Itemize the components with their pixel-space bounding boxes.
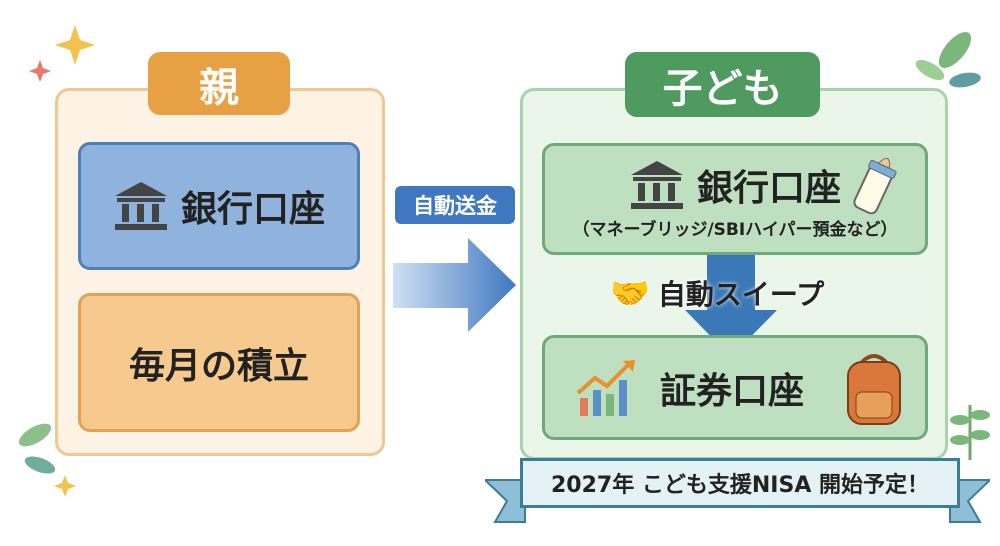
auto-transfer-label: 自動送金 xyxy=(395,186,515,224)
down-arrow-icon xyxy=(685,255,777,357)
bank-icon xyxy=(630,160,683,209)
parent-bank-label: 銀行口座 xyxy=(180,189,325,230)
right-arrow-icon xyxy=(393,238,516,332)
backpack-icon xyxy=(847,354,901,425)
bank-icon xyxy=(114,182,167,230)
baby-bottle-icon xyxy=(853,157,897,215)
parent-bank-account: 銀行口座 xyxy=(78,142,360,270)
nisa-banner: 2027年 こども支援NISA 開始予定！ xyxy=(520,458,960,508)
chart-icon xyxy=(576,359,635,416)
monthly-savings: 毎月の積立 xyxy=(78,293,360,432)
monthly-savings-label: 毎月の積立 xyxy=(128,345,309,387)
auto-sweep: 🤝 自動スイープ xyxy=(610,270,824,316)
leaf-icon xyxy=(915,31,981,88)
securities-label: 証券口座 xyxy=(660,370,805,412)
auto-sweep-label: 自動スイープ xyxy=(657,278,825,311)
child-bank-account: 銀行口座 （マネーブリッジ/SBIハイパー預金など） xyxy=(542,143,928,255)
child-title: 子ども xyxy=(625,52,820,117)
leaf-icon xyxy=(18,423,76,497)
leaf-icon xyxy=(950,405,990,460)
child-bank-label: 銀行口座 xyxy=(696,167,841,209)
bank-note: （マネーブリッジ/SBIハイパー預金など） xyxy=(572,219,898,240)
parent-title: 親 xyxy=(148,52,290,115)
sparkle-icon xyxy=(29,25,95,82)
handshake-icon: 🤝 xyxy=(610,274,650,312)
